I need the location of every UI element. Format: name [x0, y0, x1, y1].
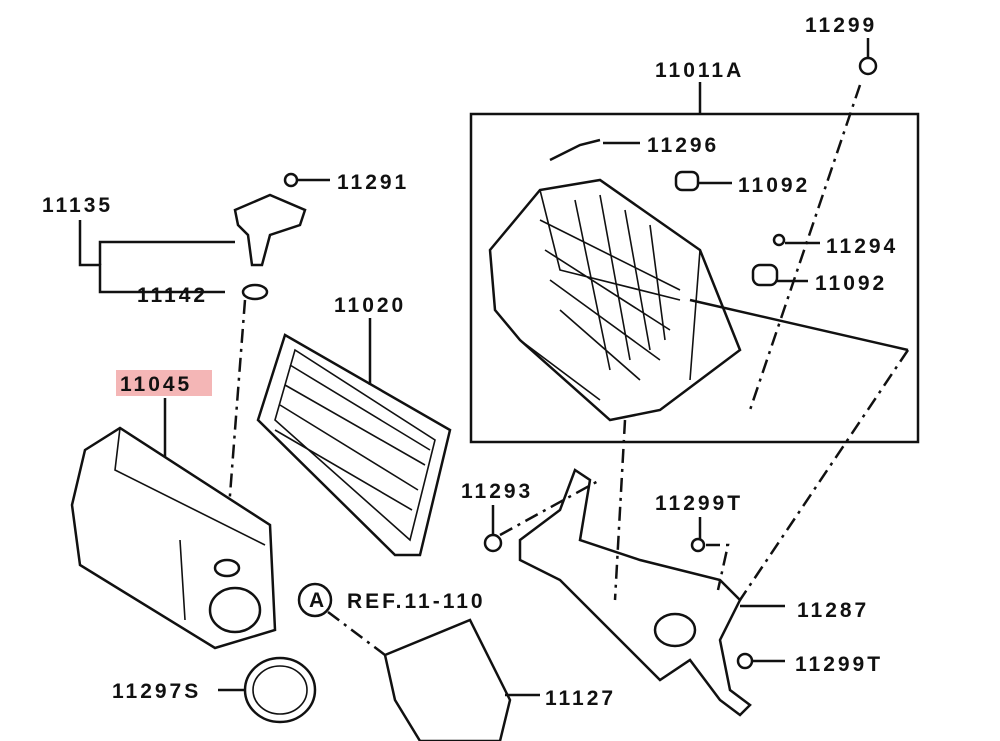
label-11299T-bottom[interactable]: 11299T — [795, 653, 883, 676]
label-11297S[interactable]: 11297S — [112, 680, 201, 703]
grommet-11092-bottom — [751, 263, 779, 287]
hose-11296 — [549, 138, 601, 162]
nut-11293 — [483, 533, 503, 553]
label-11293[interactable]: 11293 — [461, 480, 533, 503]
label-11294[interactable]: 11294 — [826, 235, 898, 258]
screw-11291 — [283, 172, 299, 188]
label-11020[interactable]: 11020 — [334, 294, 406, 317]
grommet-11092-top — [674, 170, 700, 192]
air-filter-element-11020 — [256, 333, 452, 557]
label-11299T-top[interactable]: 11299T — [655, 492, 743, 515]
label-11299[interactable]: 11299 — [805, 14, 877, 37]
air-cleaner-lower-case — [70, 426, 277, 650]
label-11127[interactable]: 11127 — [545, 687, 616, 710]
bolt-11299T-bottom — [736, 652, 754, 670]
bracket-11287 — [518, 468, 752, 717]
bolt-11299 — [858, 56, 878, 76]
bolt-11299T-top — [690, 537, 706, 553]
bolt-11294 — [772, 233, 786, 247]
label-ref-11-110[interactable]: REF.11-110 — [347, 590, 486, 613]
o-ring-11142 — [241, 283, 269, 301]
label-11092-bottom[interactable]: 11092 — [815, 272, 887, 295]
label-11142[interactable]: 11142 — [137, 284, 208, 307]
hose-clamp-11297S — [243, 656, 317, 724]
label-11092-top[interactable]: 11092 — [738, 174, 810, 197]
airflow-sensor — [233, 193, 307, 267]
label-11296[interactable]: 11296 — [647, 134, 719, 157]
air-cleaner-upper-case — [488, 178, 742, 422]
label-11287[interactable]: 11287 — [797, 599, 869, 622]
air-duct-11127 — [383, 618, 512, 741]
label-11135[interactable]: 11135 — [42, 194, 113, 217]
highlight-11045 — [116, 370, 212, 396]
assembly-box-11011A — [469, 112, 920, 444]
label-11011A[interactable]: 11011A — [655, 59, 744, 82]
ref-marker-circle — [297, 582, 333, 618]
label-11045[interactable]: 11045 — [120, 373, 192, 396]
label-11291[interactable]: 11291 — [337, 171, 409, 194]
ref-marker-letter[interactable]: A — [309, 589, 324, 612]
